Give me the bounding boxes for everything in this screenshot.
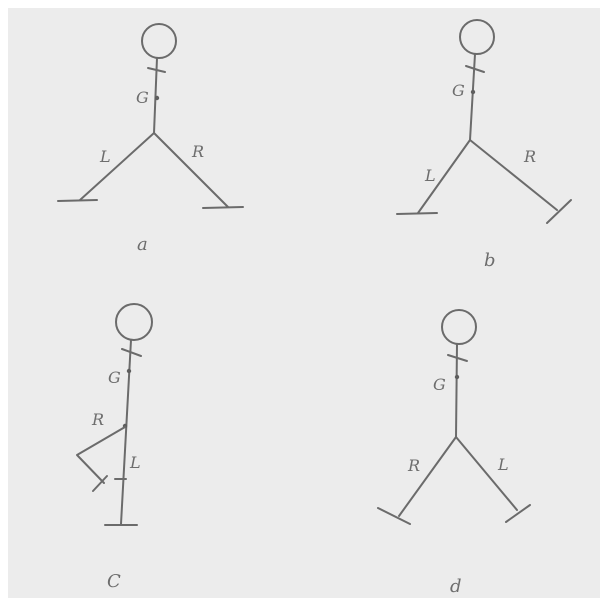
- figure-b-right-leg: [470, 140, 557, 210]
- figure-d-caption: d: [450, 576, 462, 597]
- figure-d: G R L d: [378, 310, 530, 597]
- figure-a-right-label: R: [191, 142, 204, 161]
- figure-c-g-label: G: [108, 368, 121, 387]
- figure-c-left-label: L: [129, 453, 141, 472]
- figure-b-g-label: G: [452, 81, 465, 100]
- figure-b: G L R b: [397, 20, 571, 271]
- figure-d-left-leg: [399, 437, 456, 516]
- figure-c-right-leg-bent: [77, 427, 125, 483]
- figure-d-left-label: L: [497, 455, 509, 474]
- figure-b-g-point: [471, 90, 475, 94]
- figure-d-right-label: R: [407, 456, 420, 475]
- figure-d-right-foot: [506, 505, 530, 522]
- figure-c-g-point: [127, 369, 131, 373]
- figure-c-neck-mark: [122, 349, 141, 356]
- figure-c-right-label: R: [91, 410, 104, 429]
- figure-d-head: [442, 310, 476, 344]
- figure-b-right-label: R: [523, 147, 536, 166]
- figure-d-left-foot: [378, 508, 410, 524]
- figure-d-g-point: [455, 375, 459, 379]
- figure-a-left-label: L: [99, 147, 111, 166]
- figure-a-right-leg: [154, 133, 228, 207]
- figure-c-caption: C: [107, 571, 121, 592]
- figure-b-left-label: L: [424, 166, 436, 185]
- figure-b-left-foot: [397, 213, 437, 214]
- figure-a-head: [142, 24, 176, 58]
- figure-b-caption: b: [484, 250, 496, 271]
- figure-c: G R L C: [77, 304, 152, 592]
- figure-a-caption: a: [137, 234, 148, 255]
- figure-b-right-foot: [547, 200, 571, 223]
- figure-d-g-label: G: [433, 375, 446, 394]
- figure-c-body: [121, 340, 131, 524]
- figure-a-right-foot: [203, 207, 243, 208]
- figure-a-left-foot: [58, 200, 97, 201]
- figure-a: G L R a: [58, 24, 243, 255]
- figure-b-head: [460, 20, 494, 54]
- figure-a-left-leg: [80, 133, 154, 200]
- figure-a-g-point: [155, 96, 159, 100]
- figure-c-head: [116, 304, 152, 340]
- figure-a-g-label: G: [136, 88, 149, 107]
